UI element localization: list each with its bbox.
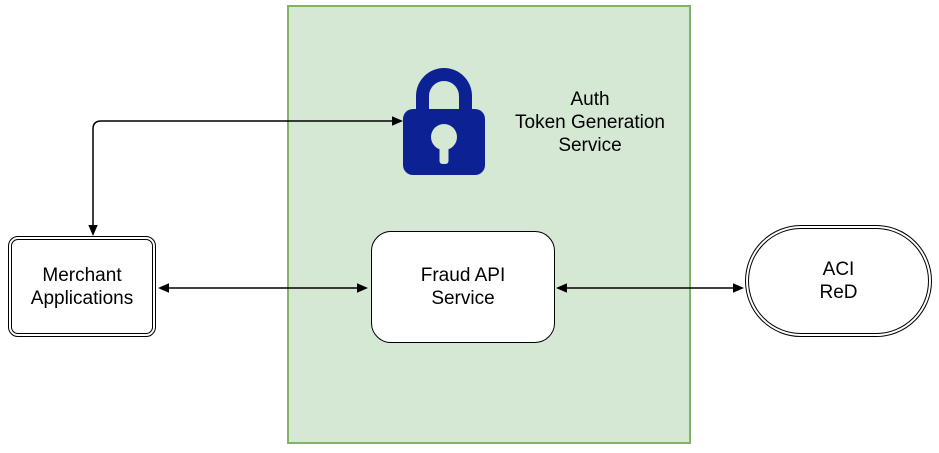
- fraud-label-line: Service: [431, 288, 495, 309]
- merchant-label: Merchant Applications: [31, 264, 133, 310]
- auth-label-line: Auth: [570, 89, 610, 110]
- fraud-label-line: Fraud API: [420, 265, 506, 286]
- lock-shackle: [416, 68, 472, 109]
- arrowhead-into-merchant: [158, 283, 169, 293]
- node-aci-inner-border: ACI ReD: [748, 228, 929, 334]
- aci-label: ACI ReD: [819, 258, 857, 304]
- arrowhead-into-merchant-top: [88, 225, 98, 236]
- auth-label-line: Service: [558, 135, 622, 156]
- aci-label-line: ACI: [822, 259, 855, 280]
- node-fraud-api-service: Fraud API Service: [371, 231, 555, 343]
- auth-label-line: Token Generation: [515, 112, 665, 133]
- merchant-label-line: Merchant: [42, 264, 122, 286]
- lock-keyhole-stem: [439, 137, 449, 164]
- node-auth-token-service-label: Auth Token Generation Service: [490, 88, 690, 157]
- node-merchant-applications: Merchant Applications: [8, 236, 156, 337]
- arrowhead-into-aci: [733, 283, 744, 293]
- fraud-label: Fraud API Service: [421, 264, 506, 310]
- lock-icon: [403, 68, 485, 175]
- node-aci-red: ACI ReD: [745, 225, 932, 337]
- auth-boundary-container: [287, 5, 691, 444]
- aci-label-line: ReD: [819, 282, 858, 303]
- node-merchant-inner-border: Merchant Applications: [10, 238, 154, 335]
- merchant-label-line: Applications: [30, 287, 134, 309]
